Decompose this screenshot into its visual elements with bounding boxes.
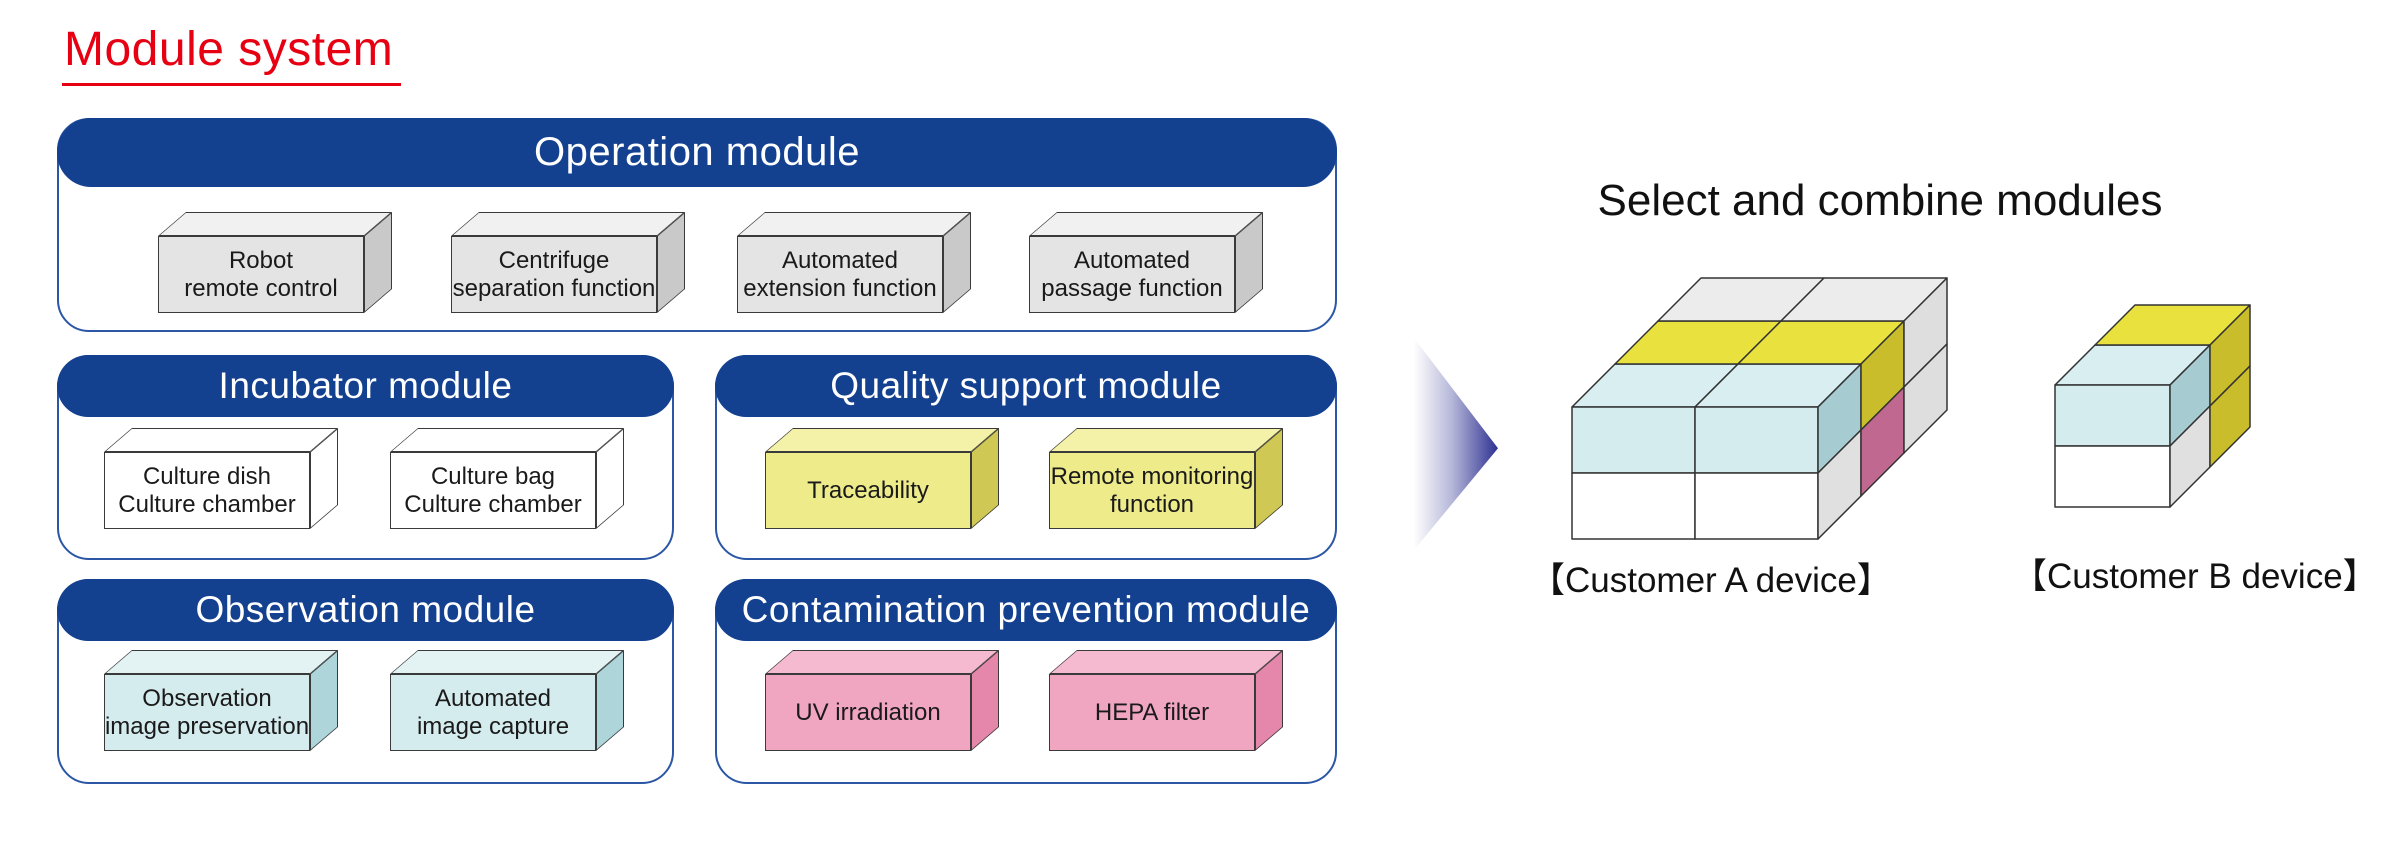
box-label-line2: remote control [184, 274, 338, 302]
box3d-remote-monitoring: Remote monitoring function [1049, 428, 1284, 529]
cube-face [1571, 472, 1696, 540]
box-top-face [158, 212, 393, 236]
box-label-line1: HEPA filter [1094, 698, 1210, 726]
box-label-line1: Remote monitoring [1050, 462, 1254, 490]
page-title: Module system [62, 22, 402, 86]
box3d-culture-bag-chamber: Culture bag Culture chamber [390, 428, 625, 529]
box-top-face [390, 428, 625, 452]
combine-heading: Select and combine modules [1597, 176, 2163, 225]
module-header-contamination-prevention: Contamination prevention module [715, 579, 1337, 641]
module-header-incubator: Incubator module [57, 355, 674, 417]
box-label-line1: Centrifuge [498, 246, 610, 274]
box-top-face [765, 650, 1000, 674]
box-label-line2: extension function [743, 274, 937, 302]
box-label-line1: Automated [1073, 246, 1191, 274]
customer-b-cube [2054, 304, 2251, 508]
box-top-face [390, 650, 625, 674]
box-label-line2: image capture [416, 712, 570, 740]
box-top-face [737, 212, 972, 236]
box-label-line2: image preservation [104, 712, 310, 740]
box-top-face [1029, 212, 1264, 236]
customer-a-device-label: 【Customer A device】 [1530, 561, 1892, 600]
cube-face [1571, 406, 1696, 474]
box-top-face [104, 428, 339, 452]
box3d-automated-passage: Automated passage function [1029, 212, 1264, 313]
box-front-face: Culture bag Culture chamber [390, 452, 596, 529]
box-label-line1: Observation [142, 684, 272, 712]
box-front-face: UV irradiation [765, 674, 971, 751]
module-header-quality-support: Quality support module [715, 355, 1337, 417]
box-front-face: Culture dish Culture chamber [104, 452, 310, 529]
customer-a-cube [1571, 277, 1948, 540]
box3d-observation-image-preservation: Observation image preservation [104, 650, 339, 751]
box-front-face: Automated image capture [390, 674, 596, 751]
module-header-observation: Observation module [57, 579, 674, 641]
box-label-line2: function [1109, 490, 1195, 518]
cube-face [1694, 406, 1819, 474]
customer-b-device-label: 【Customer B device】 [2012, 557, 2378, 596]
box3d-robot-remote-control: Robot remote control [158, 212, 393, 313]
box-top-face [1049, 428, 1284, 452]
box-top-face [765, 428, 1000, 452]
box-label-line1: UV irradiation [795, 698, 941, 726]
box-label-line1: Traceability [807, 476, 929, 504]
box-label-line2: Culture chamber [118, 490, 296, 518]
box-front-face: Automated extension function [737, 236, 943, 313]
box-front-face: Remote monitoring function [1049, 452, 1255, 529]
module-header-operation: Operation module [57, 118, 1337, 187]
box-front-face: Centrifuge separation function [451, 236, 657, 313]
cube-face [1903, 343, 1948, 454]
box3d-traceability: Traceability [765, 428, 1000, 529]
box-top-face [104, 650, 339, 674]
device-cubes-illustration [1571, 277, 2251, 540]
cube-face [2209, 365, 2251, 468]
box-front-face: Robot remote control [158, 236, 364, 313]
box-front-face: Observation image preservation [104, 674, 310, 751]
box3d-uv-irradiation: UV irradiation [765, 650, 1000, 751]
box-top-face [451, 212, 686, 236]
box-label-line1: Culture dish [142, 462, 272, 490]
box3d-automated-extension: Automated extension function [737, 212, 972, 313]
box-label-line1: Robot [228, 246, 294, 274]
box3d-hepa-filter: HEPA filter [1049, 650, 1284, 751]
box-front-face: HEPA filter [1049, 674, 1255, 751]
box-label-line1: Automated [781, 246, 899, 274]
box-label-line2: Culture chamber [404, 490, 582, 518]
box-label-line2: separation function [452, 274, 656, 302]
box-label-line1: Culture bag [430, 462, 556, 490]
box-front-face: Traceability [765, 452, 971, 529]
box-label-line2: passage function [1041, 274, 1223, 302]
cube-face [2054, 445, 2171, 508]
cube-face [2054, 384, 2171, 447]
cube-face [1694, 472, 1819, 540]
box-label-line1: Automated [434, 684, 552, 712]
box-top-face [1049, 650, 1284, 674]
box-front-face: Automated passage function [1029, 236, 1235, 313]
box3d-automated-image-capture: Automated image capture [390, 650, 625, 751]
box3d-centrifuge-separation: Centrifuge separation function [451, 212, 686, 313]
box3d-culture-dish-chamber: Culture dish Culture chamber [104, 428, 339, 529]
